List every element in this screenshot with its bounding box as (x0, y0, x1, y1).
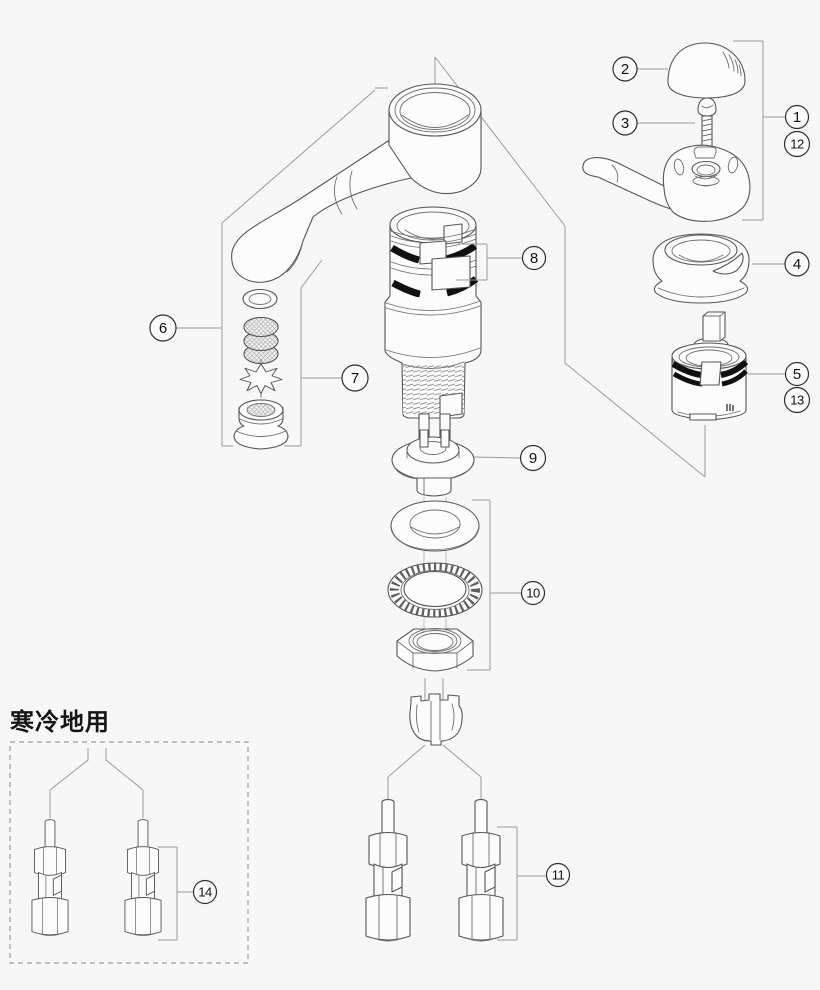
aerator-housing (233, 399, 289, 450)
cartridge (671, 311, 785, 421)
callout-11: 11 (545, 862, 571, 888)
valve-body (384, 206, 482, 419)
cold-region-label: 寒冷地用 (10, 708, 110, 736)
supply-tubes (365, 799, 546, 942)
mounting-nut (396, 628, 474, 672)
svg-text:7: 7 (351, 370, 359, 387)
flow-regulator-star (239, 358, 283, 398)
lock-washer (387, 562, 483, 618)
cold-tube-right (124, 819, 162, 937)
supply-tube-right (458, 799, 504, 942)
callout-14: 14 (192, 879, 218, 905)
svg-text:12: 12 (790, 137, 804, 152)
svg-text:1: 1 (793, 109, 801, 126)
svg-text:14: 14 (198, 885, 212, 900)
cold-region-box (9, 741, 249, 964)
svg-text:5: 5 (793, 366, 801, 383)
callout-6: 6 (149, 314, 177, 342)
handle-screw (697, 97, 717, 152)
svg-text:6: 6 (159, 320, 167, 337)
retainer-clip (409, 693, 463, 746)
callout-2: 2 (612, 56, 638, 82)
svg-text:2: 2 (621, 61, 629, 78)
aerator-parts (233, 288, 289, 450)
callout-10: 10 (520, 580, 546, 606)
svg-text:9: 9 (529, 450, 537, 467)
callout-13: 13 (783, 386, 811, 414)
callout-12: 12 (783, 130, 811, 158)
svg-text:4: 4 (793, 256, 801, 273)
callout-1: 1 (784, 104, 810, 130)
svg-text:10: 10 (526, 586, 540, 601)
aerator-oring (242, 288, 278, 310)
svg-text:8: 8 (530, 250, 538, 267)
handle-cap (667, 42, 746, 99)
handle-assembly (582, 40, 785, 222)
cold-region-section: 寒冷地用 (9, 708, 249, 964)
svg-text:13: 13 (790, 393, 804, 408)
callouts: 1 2 3 4 5 6 7 8 9 10 11 (149, 56, 811, 905)
callout-8: 8 (521, 245, 547, 271)
callout-9: 9 (519, 444, 547, 472)
spout-body (231, 83, 482, 283)
supply-tube-left (365, 799, 411, 942)
handle-base (662, 144, 751, 222)
aerator-screens (243, 316, 279, 365)
callout-3: 3 (612, 110, 638, 136)
flat-washer (390, 500, 480, 552)
callout-5: 5 (784, 361, 810, 387)
svg-text:11: 11 (552, 868, 565, 883)
flange-washer (391, 429, 475, 497)
callout-7: 7 (341, 364, 369, 392)
cold-tube-left (31, 819, 69, 937)
leader-lines (176, 243, 522, 671)
callout-4: 4 (784, 251, 810, 277)
svg-text:3: 3 (621, 115, 629, 132)
trim-cap (652, 233, 785, 304)
